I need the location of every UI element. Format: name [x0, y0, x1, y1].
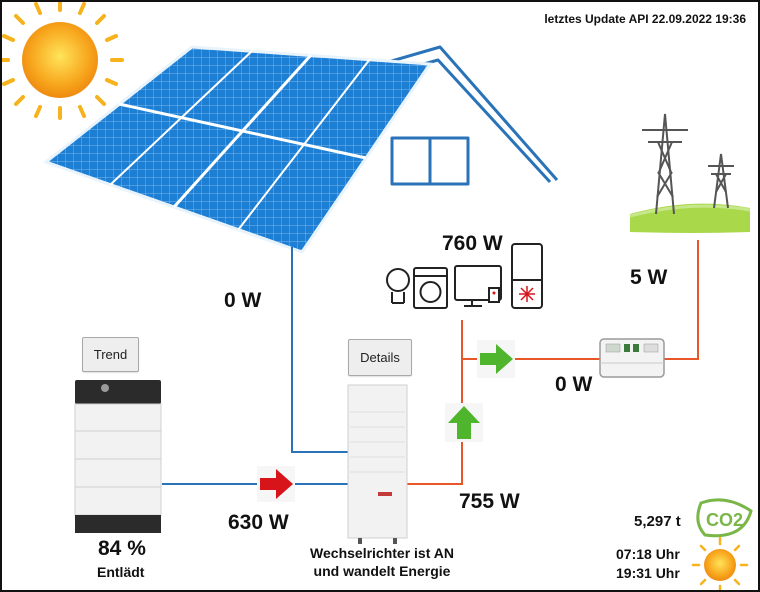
co2-logo-text: CO2: [706, 510, 743, 530]
battery-flow-value: 630 W: [228, 511, 289, 534]
energy-meter-icon: [599, 338, 665, 378]
battery-soc-value: 84 %: [98, 537, 146, 560]
consumption-power-value: 760 W: [442, 232, 503, 255]
inverter-output-value: 755 W: [459, 490, 520, 513]
co2-logo-icon: CO2: [696, 498, 753, 538]
fridge-icon: [511, 243, 543, 309]
pv-power-value: 0 W: [224, 289, 262, 312]
trend-button[interactable]: Trend: [82, 337, 139, 372]
power-grid-icon: [629, 113, 751, 233]
solar-panel-icon: [42, 45, 433, 254]
inverter-icon: [347, 384, 408, 544]
tv-icon: [454, 265, 502, 307]
sunrise-time: 07:18 Uhr: [616, 546, 680, 562]
light-bulb-icon: [386, 268, 410, 304]
battery-icon: [74, 380, 162, 533]
battery-flow-arrow-icon: [257, 466, 295, 502]
inverter-status-line-2: und wandelt Energie: [313, 563, 451, 579]
co2-value: 5,297 t: [634, 513, 681, 530]
last-update-text: letztes Update API 22.09.2022 19:36: [544, 12, 746, 26]
battery-state-text: Entlädt: [97, 564, 145, 580]
appliances-icon: [386, 243, 543, 309]
sunset-time: 19:31 Uhr: [616, 565, 680, 581]
meter-power-value: 0 W: [555, 373, 593, 396]
details-button[interactable]: Details: [348, 339, 412, 376]
inverter-status-text: Wechselrichter ist AN und wandelt Energi…: [288, 544, 476, 580]
washing-machine-icon: [413, 267, 448, 309]
small-sun-icon: [691, 536, 749, 590]
consumption-flow-arrow-icon: [477, 340, 515, 378]
inverter-status-line-1: Wechselrichter ist AN: [310, 545, 454, 561]
sun-icon: [2, 2, 124, 120]
grid-power-value: 5 W: [630, 266, 668, 289]
inverter-output-arrow-icon: [445, 403, 483, 442]
